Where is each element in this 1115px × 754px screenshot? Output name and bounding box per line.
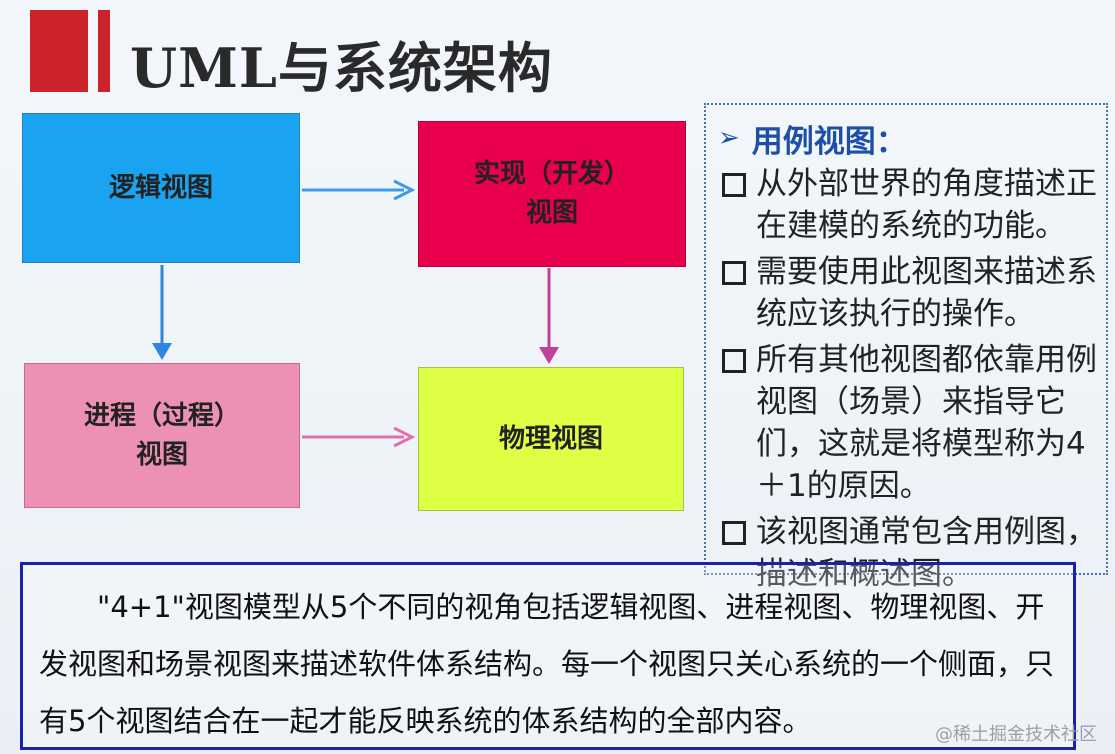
implementation-view-node: 实现（开发） 视图: [418, 121, 686, 267]
page-title: UML与系统架构: [130, 36, 553, 100]
usecase-bullet: 从外部世界的角度描述正在建模的系统的功能。: [718, 163, 1106, 247]
usecase-bullet-text: 所有其他视图都依靠用例视图（场景）来指导它们，这就是将模型称为4＋1的原因。: [756, 342, 1097, 504]
chevron-right-icon: ➢: [718, 123, 740, 153]
title-decoration-bar: [30, 10, 88, 92]
usecase-bullet-text: 从外部世界的角度描述正在建模的系统的功能。: [756, 166, 1097, 244]
usecase-bullet: 所有其他视图都依靠用例视图（场景）来指导它们，这就是将模型称为4＋1的原因。: [718, 339, 1106, 507]
usecase-view-heading: ➢ 用例视图：: [718, 117, 1106, 160]
logical-view-node: 逻辑视图: [22, 113, 300, 263]
process-view-node: 进程（过程） 视图: [24, 363, 300, 508]
physical-view-node: 物理视图: [418, 367, 684, 511]
summary-box: "4+1"视图模型从5个不同的视角包括逻辑视图、进程视图、物理视图、开发视图和场…: [20, 562, 1076, 750]
usecase-view-heading-text: 用例视图：: [751, 123, 907, 160]
square-bullet-icon: [722, 349, 746, 373]
implementation-view-label-line2: 视图: [525, 198, 578, 228]
physical-view-label: 物理视图: [498, 423, 603, 454]
summary-text: "4+1"视图模型从5个不同的视角包括逻辑视图、进程视图、物理视图、开发视图和场…: [39, 590, 1055, 738]
watermark: @稀土掘金技术社区: [935, 724, 1097, 745]
usecase-bullet-text: 需要使用此视图来描述系统应该执行的操作。: [756, 254, 1097, 332]
process-view-label-line1: 进程（过程）: [83, 400, 240, 431]
arrow-process-to-physical: [302, 426, 416, 448]
square-bullet-icon: [722, 173, 746, 197]
square-bullet-icon: [722, 521, 746, 545]
arrow-logical-to-implementation: [302, 179, 416, 201]
process-view-label-line2: 视图: [135, 439, 188, 470]
implementation-view-label-line1: 实现（开发）: [473, 159, 630, 189]
logical-view-label: 逻辑视图: [108, 172, 213, 203]
title-decoration-bar-thin: [98, 10, 110, 92]
usecase-bullet: 需要使用此视图来描述系统应该执行的操作。: [718, 251, 1106, 335]
usecase-view-panel: ➢ 用例视图： 从外部世界的角度描述正在建模的系统的功能。 需要使用此视图来描述…: [704, 103, 1108, 592]
arrow-logical-to-process: [152, 265, 172, 360]
square-bullet-icon: [722, 261, 746, 285]
arrow-implementation-to-physical: [539, 268, 559, 364]
diagram-arrows: [152, 179, 559, 448]
